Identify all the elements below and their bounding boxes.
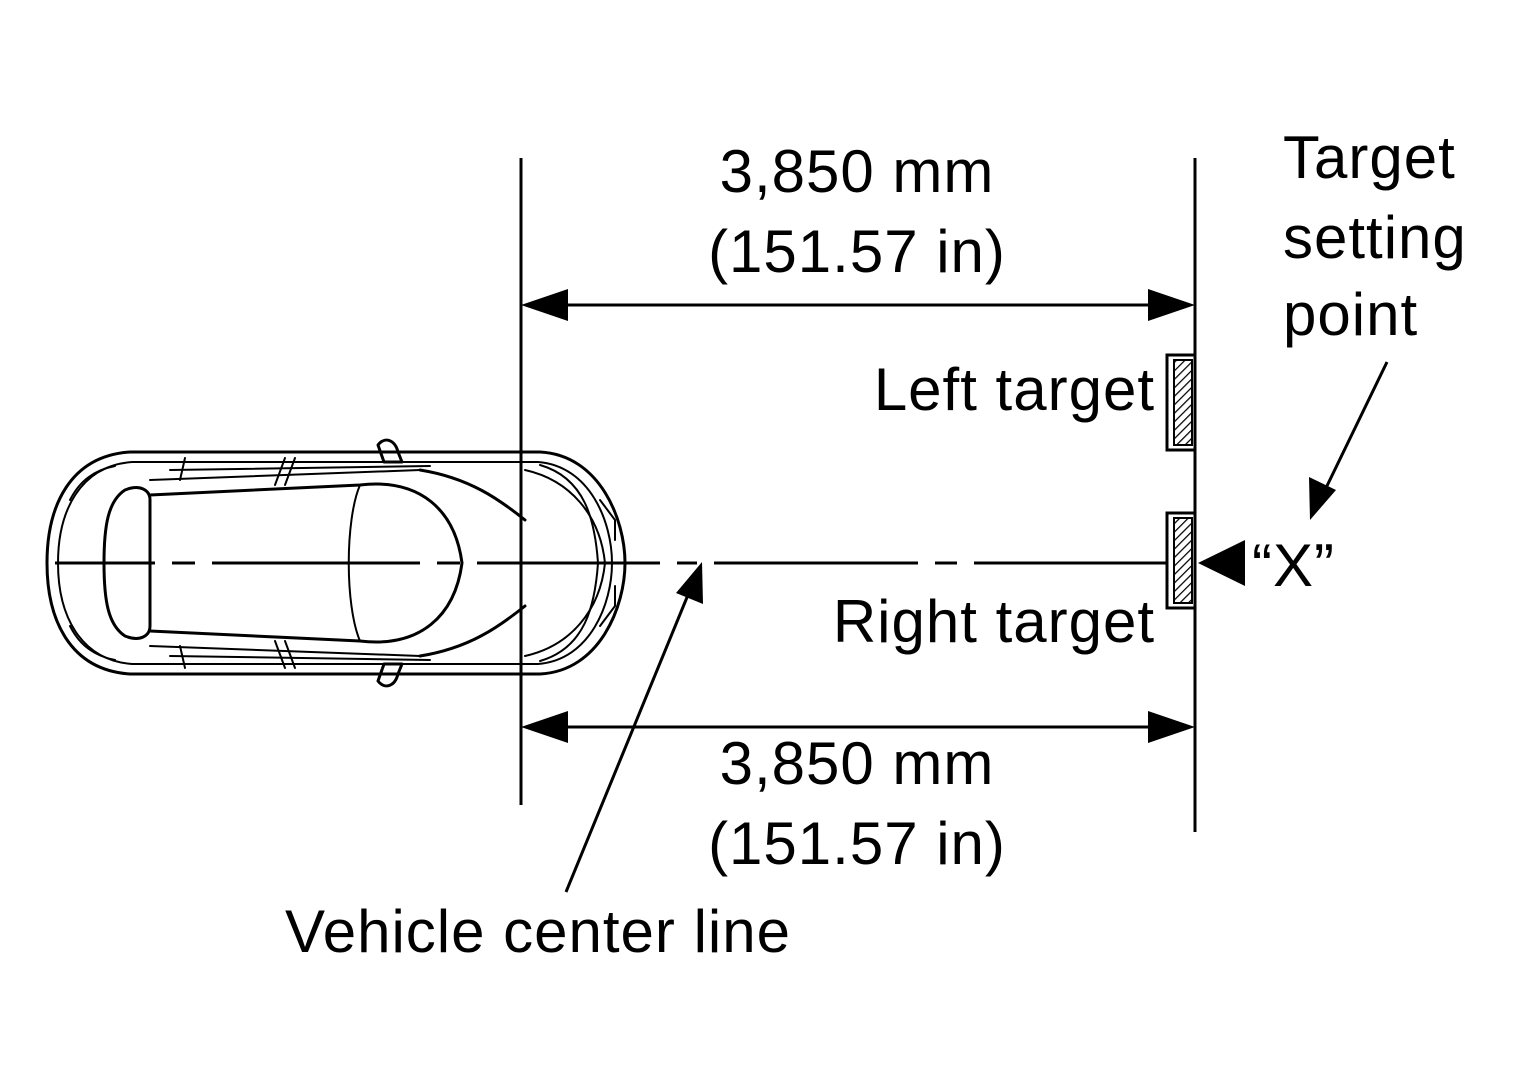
setting-point-leader-arrow — [1309, 361, 1389, 520]
top-distance-mm-label: 3,850 mm — [720, 138, 995, 205]
top-dimension-arrow — [521, 289, 1195, 321]
setting-point-label-line2: setting — [1283, 204, 1467, 271]
bottom-distance-mm-label: 3,850 mm — [720, 730, 995, 797]
left-target-label: Left target — [874, 356, 1155, 423]
setting-point-label-line3: point — [1283, 281, 1418, 348]
bottom-dimension-arrow — [521, 711, 1195, 743]
bottom-distance-in-label: (151.57 in) — [708, 810, 1006, 877]
center-line-leader-arrow — [564, 562, 703, 893]
x-marker-arrowhead — [1198, 540, 1245, 586]
car-top-view — [45, 438, 627, 688]
x-marker-label: “X” — [1252, 532, 1335, 599]
setting-point-label-line1: Target — [1283, 124, 1456, 191]
left-target — [1165, 353, 1197, 452]
right-target — [1165, 511, 1197, 610]
right-target-label: Right target — [833, 588, 1155, 655]
vehicle-center-line-label: Vehicle center line — [285, 898, 791, 965]
top-distance-in-label: (151.57 in) — [708, 218, 1006, 285]
